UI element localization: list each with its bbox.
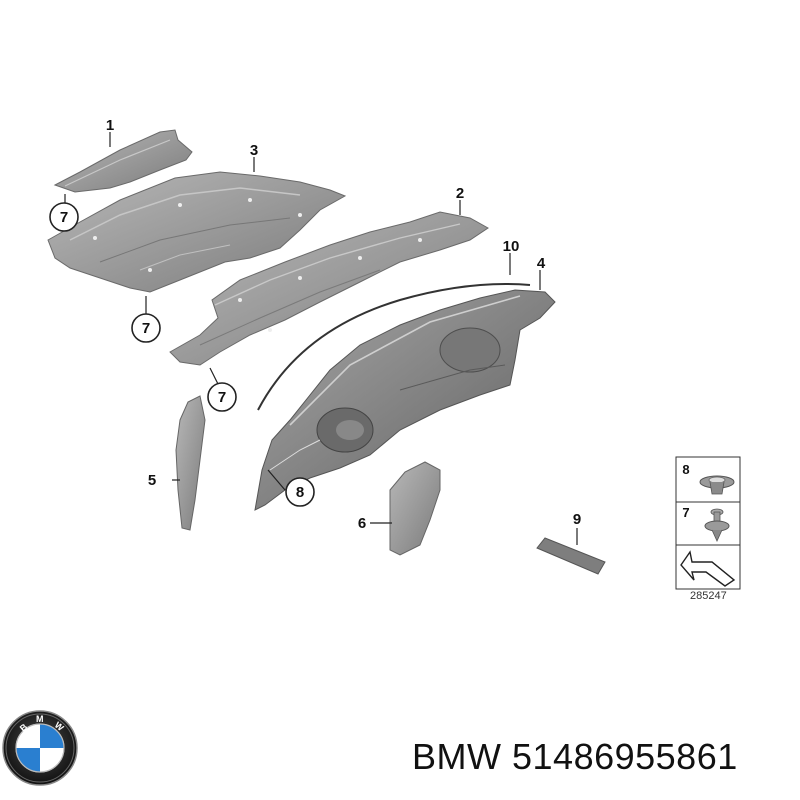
callout-10: 10 — [503, 238, 520, 255]
callout-7c: 7 — [218, 389, 226, 406]
callout-1: 1 — [106, 117, 114, 134]
brand-name: BMW — [412, 736, 502, 777]
circled-callouts — [49, 202, 315, 507]
callout-5: 5 — [148, 472, 156, 489]
part-1-insulation — [53, 129, 193, 193]
callout-9: 9 — [573, 511, 581, 528]
callout-6: 6 — [358, 515, 366, 532]
part-9-pad — [536, 537, 606, 575]
callout-7b: 7 — [142, 320, 150, 337]
part-2-insulation — [169, 211, 489, 366]
bmw-logo-icon: B M W — [2, 710, 78, 786]
arrow-icon — [680, 550, 736, 587]
legend-label-8: 8 — [682, 462, 689, 477]
fastener-legend: 8 7 — [675, 456, 741, 590]
callout-7a: 7 — [60, 209, 68, 226]
callout-2: 2 — [456, 185, 464, 202]
grommet-icon — [699, 475, 735, 495]
diagram-reference-number: 285247 — [690, 590, 727, 602]
part-5-trim — [175, 395, 206, 531]
part-10-strip — [257, 283, 531, 411]
part-3-insulation — [47, 171, 347, 293]
callout-8: 8 — [296, 484, 304, 501]
legend-label-7: 7 — [682, 505, 689, 520]
part-title: BMW 51486955861 — [412, 736, 738, 778]
part-number: 51486955861 — [512, 736, 738, 777]
svg-text:B: B — [18, 721, 30, 733]
clip-icon — [704, 508, 730, 542]
part-6-trim — [389, 461, 441, 556]
callout-3: 3 — [250, 142, 258, 159]
leader-lines — [64, 132, 578, 545]
svg-text:M: M — [36, 714, 44, 724]
part-4-trunk-lining — [254, 289, 556, 511]
callout-4: 4 — [537, 255, 546, 272]
